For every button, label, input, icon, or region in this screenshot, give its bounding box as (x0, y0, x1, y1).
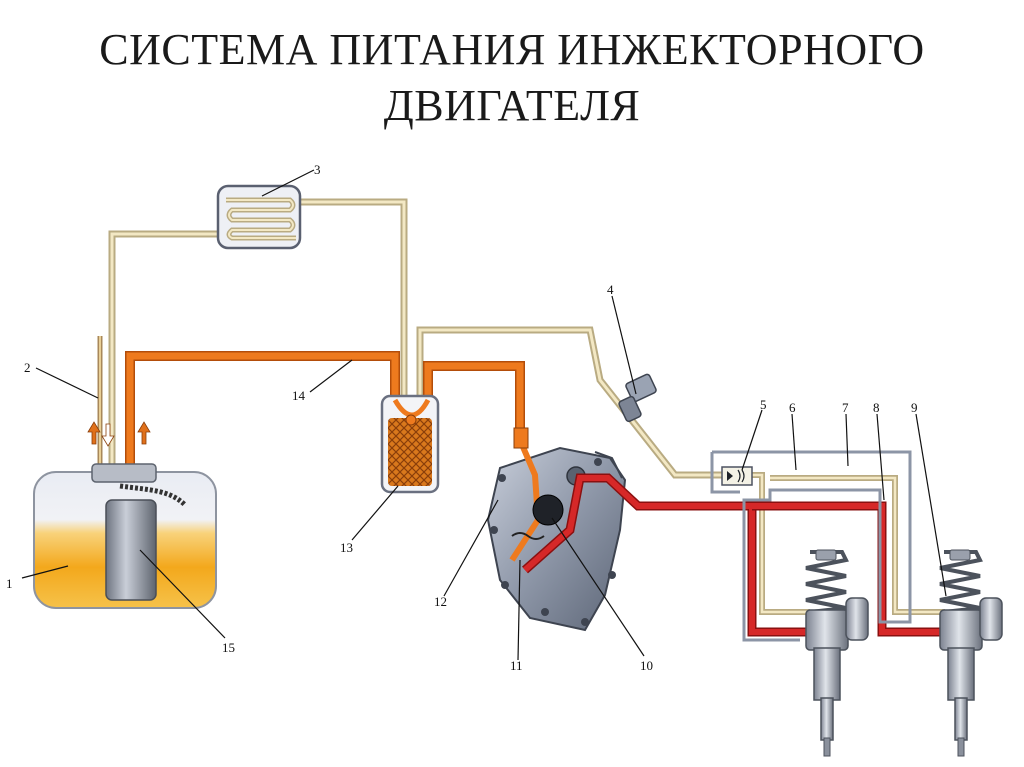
label-6: 6 (789, 400, 796, 415)
return-line (108, 198, 945, 615)
label-9: 9 (911, 400, 918, 415)
fuel-filter (380, 394, 440, 494)
page-title: СИСТЕМА ПИТАНИЯ ИНЖЕКТОРНОГО ДВИГАТЕЛЯ (0, 22, 1024, 134)
flow-arrows (87, 421, 151, 447)
label-12: 12 (434, 594, 447, 609)
fuel-tank (33, 463, 217, 609)
label-8: 8 (873, 400, 880, 415)
number-labels: 1 2 3 4 5 6 7 8 9 10 11 12 13 14 15 (6, 162, 918, 673)
injector-2 (939, 549, 1003, 757)
temperature-sensor (618, 373, 657, 423)
label-5: 5 (760, 397, 767, 412)
label-3: 3 (314, 162, 321, 177)
label-10: 10 (640, 658, 653, 673)
leader-lines (21, 169, 947, 661)
label-14: 14 (292, 388, 306, 403)
label-13: 13 (340, 540, 353, 555)
fuel-cooler (216, 184, 302, 250)
high-pressure-line (522, 473, 945, 637)
cylinder-head-passages (710, 450, 912, 642)
title-line-1: СИСТЕМА ПИТАНИЯ ИНЖЕКТОРНОГО (99, 25, 925, 74)
pressure-valve (721, 466, 753, 486)
label-4: 4 (607, 282, 614, 297)
high-pressure-pump (486, 427, 627, 632)
label-11: 11 (510, 658, 523, 673)
label-15: 15 (222, 640, 235, 655)
injector-1 (805, 549, 869, 757)
label-2: 2 (24, 360, 31, 375)
label-1: 1 (6, 576, 13, 591)
low-pressure-line (125, 351, 525, 468)
title-line-2: ДВИГАТЕЛЯ (383, 81, 641, 130)
label-7: 7 (842, 400, 849, 415)
